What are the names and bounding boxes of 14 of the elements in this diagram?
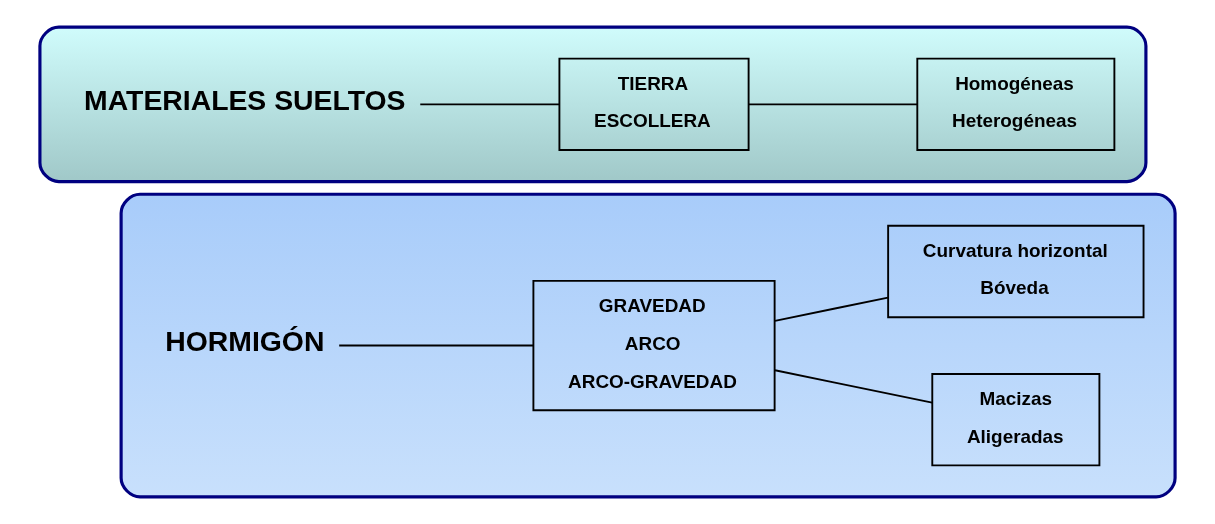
- node-box: TIERRA ESCOLLERA: [558, 57, 750, 151]
- connector: [774, 296, 889, 322]
- cluster: [38, 25, 1148, 184]
- connector: [338, 344, 535, 347]
- node-text: HORMIGÓN: [165, 324, 325, 357]
- connector: [774, 369, 934, 404]
- connector: [419, 103, 561, 106]
- node-box: Homogéneas Heterogéneas: [916, 57, 1116, 151]
- node-box: Curvatura horizontal Bóveda: [887, 224, 1145, 319]
- node-box: GRAVEDAD ARCO ARCO-GRAVEDAD: [532, 279, 776, 412]
- connector: [747, 103, 918, 106]
- cluster: [119, 192, 1177, 499]
- node-box: Macizas Aligeradas: [931, 373, 1101, 467]
- node-text: MATERIALES SUELTOS: [84, 83, 406, 116]
